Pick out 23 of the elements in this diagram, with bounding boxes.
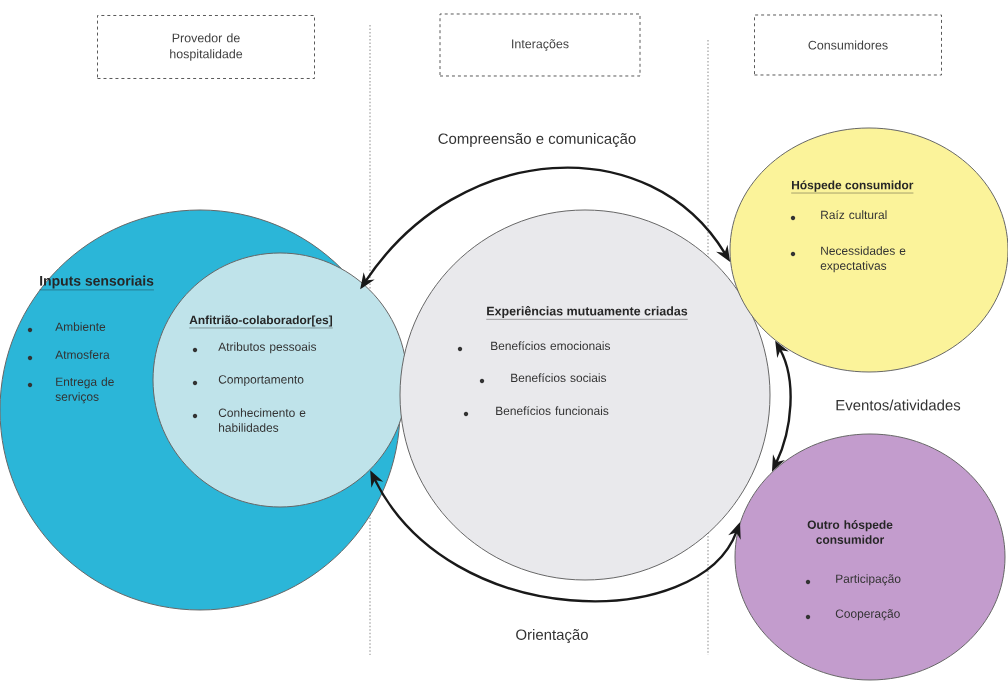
list-item: Conhecimento e habilidades <box>218 408 306 432</box>
list-item: Ambiente <box>55 322 106 331</box>
heading: Experiências mutuamente criadas <box>486 306 688 320</box>
heading: Outro hóspede consumidor <box>807 520 893 544</box>
list-item: Necessidades e expectativas <box>820 246 906 273</box>
list-item: Participação <box>836 574 901 586</box>
list-item: Benefícios emocionais <box>491 341 611 351</box>
edge-label: Eventos/atividades <box>833 397 963 413</box>
list-item: Comportamento <box>218 375 304 387</box>
label-box: Interações <box>439 13 641 77</box>
edge-label: Orientação <box>513 627 591 645</box>
list-item: Atributos pessoais <box>218 342 317 354</box>
edge-label: Compreensão e comunicação <box>435 131 639 149</box>
list-item: Benefícios sociais <box>511 373 607 383</box>
list-item: Raíz cultural <box>821 210 887 220</box>
label-box: Consumidores <box>754 14 942 76</box>
label-box: Provedor de hospitalidade <box>97 15 315 79</box>
list-item: Benefícios funcionais <box>496 406 609 416</box>
heading: Hóspede consumidor <box>791 180 914 194</box>
list-item: Entrega de serviços <box>55 377 114 404</box>
list-item: Atmosfera <box>55 350 110 359</box>
list-item: Cooperação <box>835 609 900 621</box>
heading: Anfitrião-colaborador[es] <box>189 315 333 329</box>
